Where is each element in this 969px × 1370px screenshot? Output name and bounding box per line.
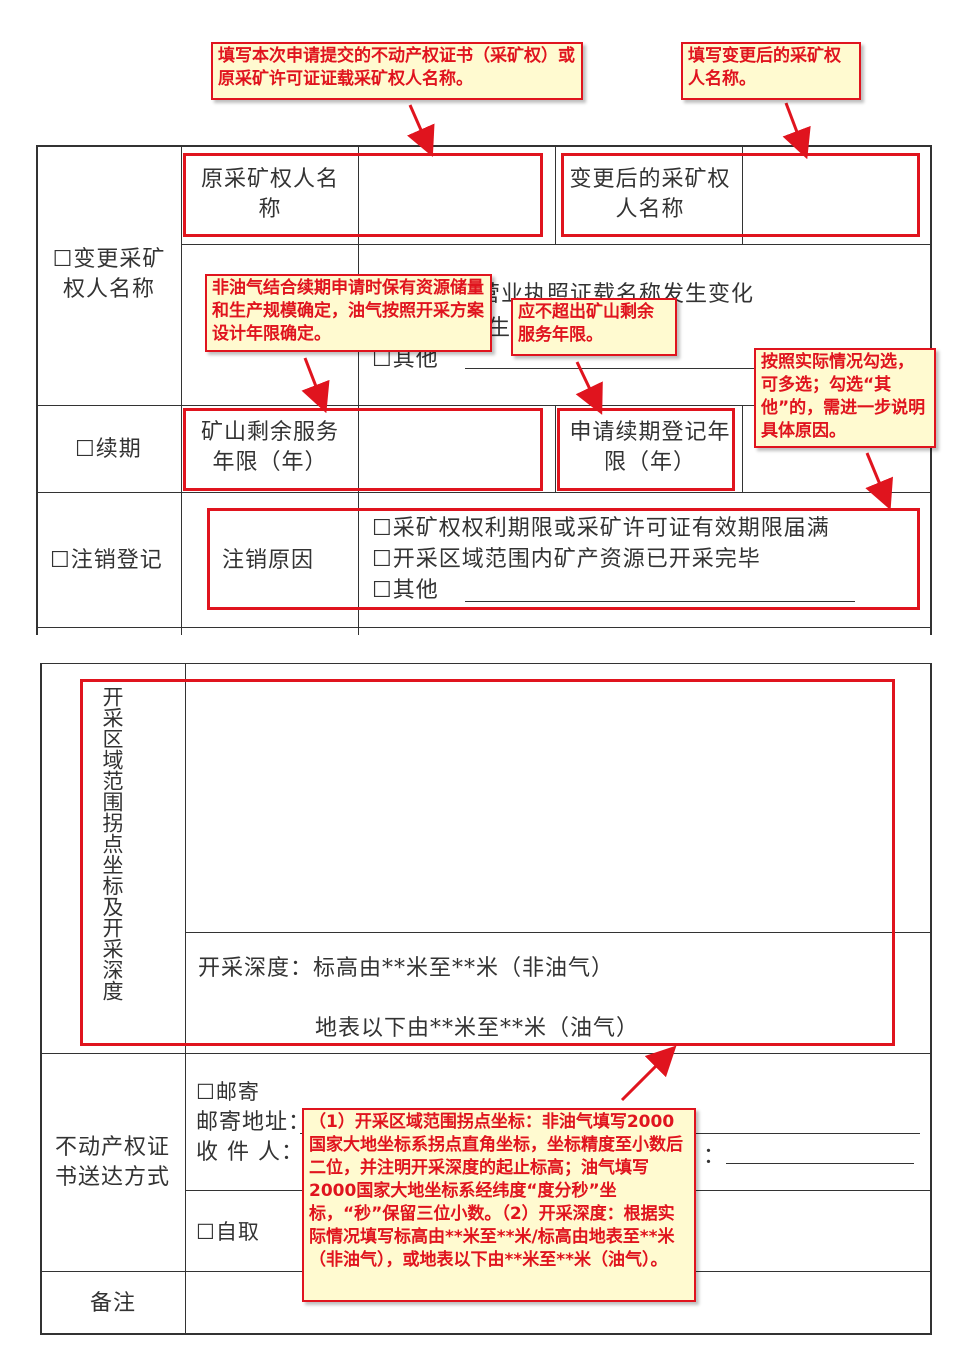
cancel-reason-label: 注销原因 [222,548,315,573]
mail-address-label: 邮寄地址： [196,1110,312,1135]
arrow-apply-years [575,361,603,415]
cancel-option-other[interactable]: ☐其他 [372,578,439,603]
note-new-name: 填写变更后的采矿权人名称。 [681,42,861,100]
phone-colon: ： [703,1144,727,1169]
arrow-original-name [407,104,435,157]
arrow-new-name [782,102,811,160]
renewal-checkbox-label[interactable]: ☐续期 [75,437,142,462]
highlight-apply-years [557,408,735,491]
mail-option[interactable]: ☐邮寄 [196,1080,260,1104]
arrow-coords [620,1045,677,1102]
original-owner-label: 原采矿权人名称 [200,167,339,222]
remarks-label: 备注 [90,1291,137,1316]
depth-line-2: 地表以下由**米至**米（油气） [315,1016,640,1041]
highlight-coords [80,679,895,1046]
delivery-method-label: 不动产权证书送达方式 [54,1135,170,1190]
cancel-option-expired[interactable]: ☐采矿权权利期限或采矿许可证有效期限届满 [372,516,830,541]
highlight-new-name [561,153,920,237]
arrow-remaining-years [301,357,330,414]
change-reason-text-2: 生 [488,316,512,341]
note-original-name: 填写本次申请提交的不动产权证书（采矿权）或原采矿许可证证载采矿权人名称。 [211,42,583,100]
self-pickup-option[interactable]: ☐自取 [196,1220,260,1244]
note-apply-years: 应不超出矿山剩余服务年限。 [511,298,677,356]
recipient-label: 收 件 人： [196,1140,304,1165]
cancel-option-depleted[interactable]: ☐开采区域范围内矿产资源已开采完毕 [372,547,761,572]
note-checkbox: 按照实际情况勾选，可多选；勾选“其他”的，需进一步说明具体原因。 [754,348,936,448]
cancel-checkbox-label[interactable]: ☐注销登记 [50,548,163,573]
remaining-years-label: 矿山剩余服务年限（年） [200,420,339,475]
note-remaining-years: 非油气结合续期申请时保有资源储量和生产规模确定，油气按照开采方案设计年限确定。 [205,274,492,352]
change-name-checkbox-label[interactable]: ☐变更采矿权人名称 [52,247,166,302]
apply-years-label: 申请续期登记年限（年） [569,420,731,475]
arrow-checkbox [865,452,893,511]
highlight-remaining-years [183,408,543,491]
depth-line-1: 开采深度：标高由**米至**米（非油气） [198,956,615,981]
highlight-original-name [183,153,543,237]
note-coords: （1）开采区域范围拐点坐标：非油气填写2000国家大地坐标系拐点直角坐标，坐标精… [302,1108,696,1302]
new-owner-label: 变更后的采矿权人名称 [569,167,731,222]
coords-label: 开采区域范围拐点坐标及开采深度 [100,686,124,1001]
highlight-cancel-reason [207,508,920,610]
